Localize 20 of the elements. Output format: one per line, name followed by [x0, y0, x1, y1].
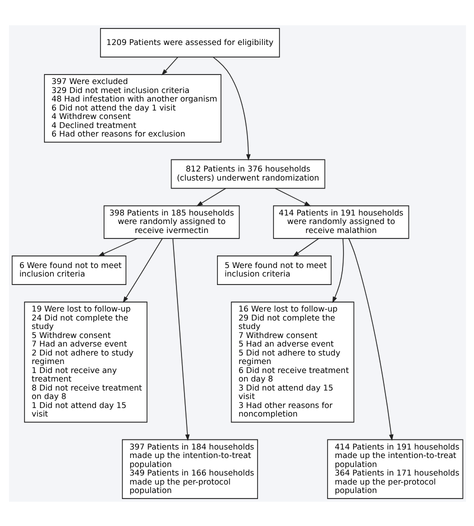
node-box: 16 Were lost to follow-up 29 Did not complete the study 7 Withdrew consent 5 Had an adverse event 5 Did not adhere to study regimen 6 Did not receive treatment on day 8 3 Did not attend day 15 visit 3 Had other reasons for noncompletion: [230, 301, 354, 422]
node-box: 19 Were lost to follow-up 24 Did not complete the study 5 Withdrew consent 7 Had an adverse event 2 Did not adhere to study regimen 1 Did not receive any treatment 8 Did not receive treatment on day 8 1 Did not attend day 15 visit: [24, 301, 147, 422]
arrow: [98, 238, 138, 256]
arrow: [196, 188, 226, 206]
node-box: 414 Patients in 191 households made up the intention-to-treat population 364 Patients in 171 households made up the per-protocol population: [326, 438, 463, 498]
node-box: 6 Were found not to meet inclusion criteria: [11, 255, 126, 284]
arrow: [348, 238, 393, 440]
node-box: 397 Were excluded 329 Did not meet inclusion criteria 48 Had infestation with another organism 6 Did not attend the day 1 visit 4 Withdrew consent 4 Declined treatment 6 Had other reasons for exclusion: [44, 74, 221, 142]
node-box: 1209 Patients were assessed for eligibility: [100, 28, 280, 57]
node-box: 812 Patients in 376 households (clusters) underwent randomization: [170, 158, 325, 188]
arrow: [172, 238, 190, 440]
arrow: [292, 238, 318, 256]
arrow: [160, 56, 178, 75]
arrow: [212, 56, 250, 160]
node-box: 397 Patients in 184 households made up the intention-to-treat population 349 Patients in 166 households made up the per-protocol population: [121, 438, 258, 498]
node-box: 5 Were found not to meet inclusion criteria: [216, 255, 332, 284]
node-box: 414 Patients in 191 households were randomly assigned to receive malathion: [272, 204, 409, 238]
arrow: [122, 238, 162, 302]
node-box: 398 Patients in 185 households were randomly assigned to receive ivermectin: [103, 204, 240, 238]
arrow: [332, 238, 344, 303]
